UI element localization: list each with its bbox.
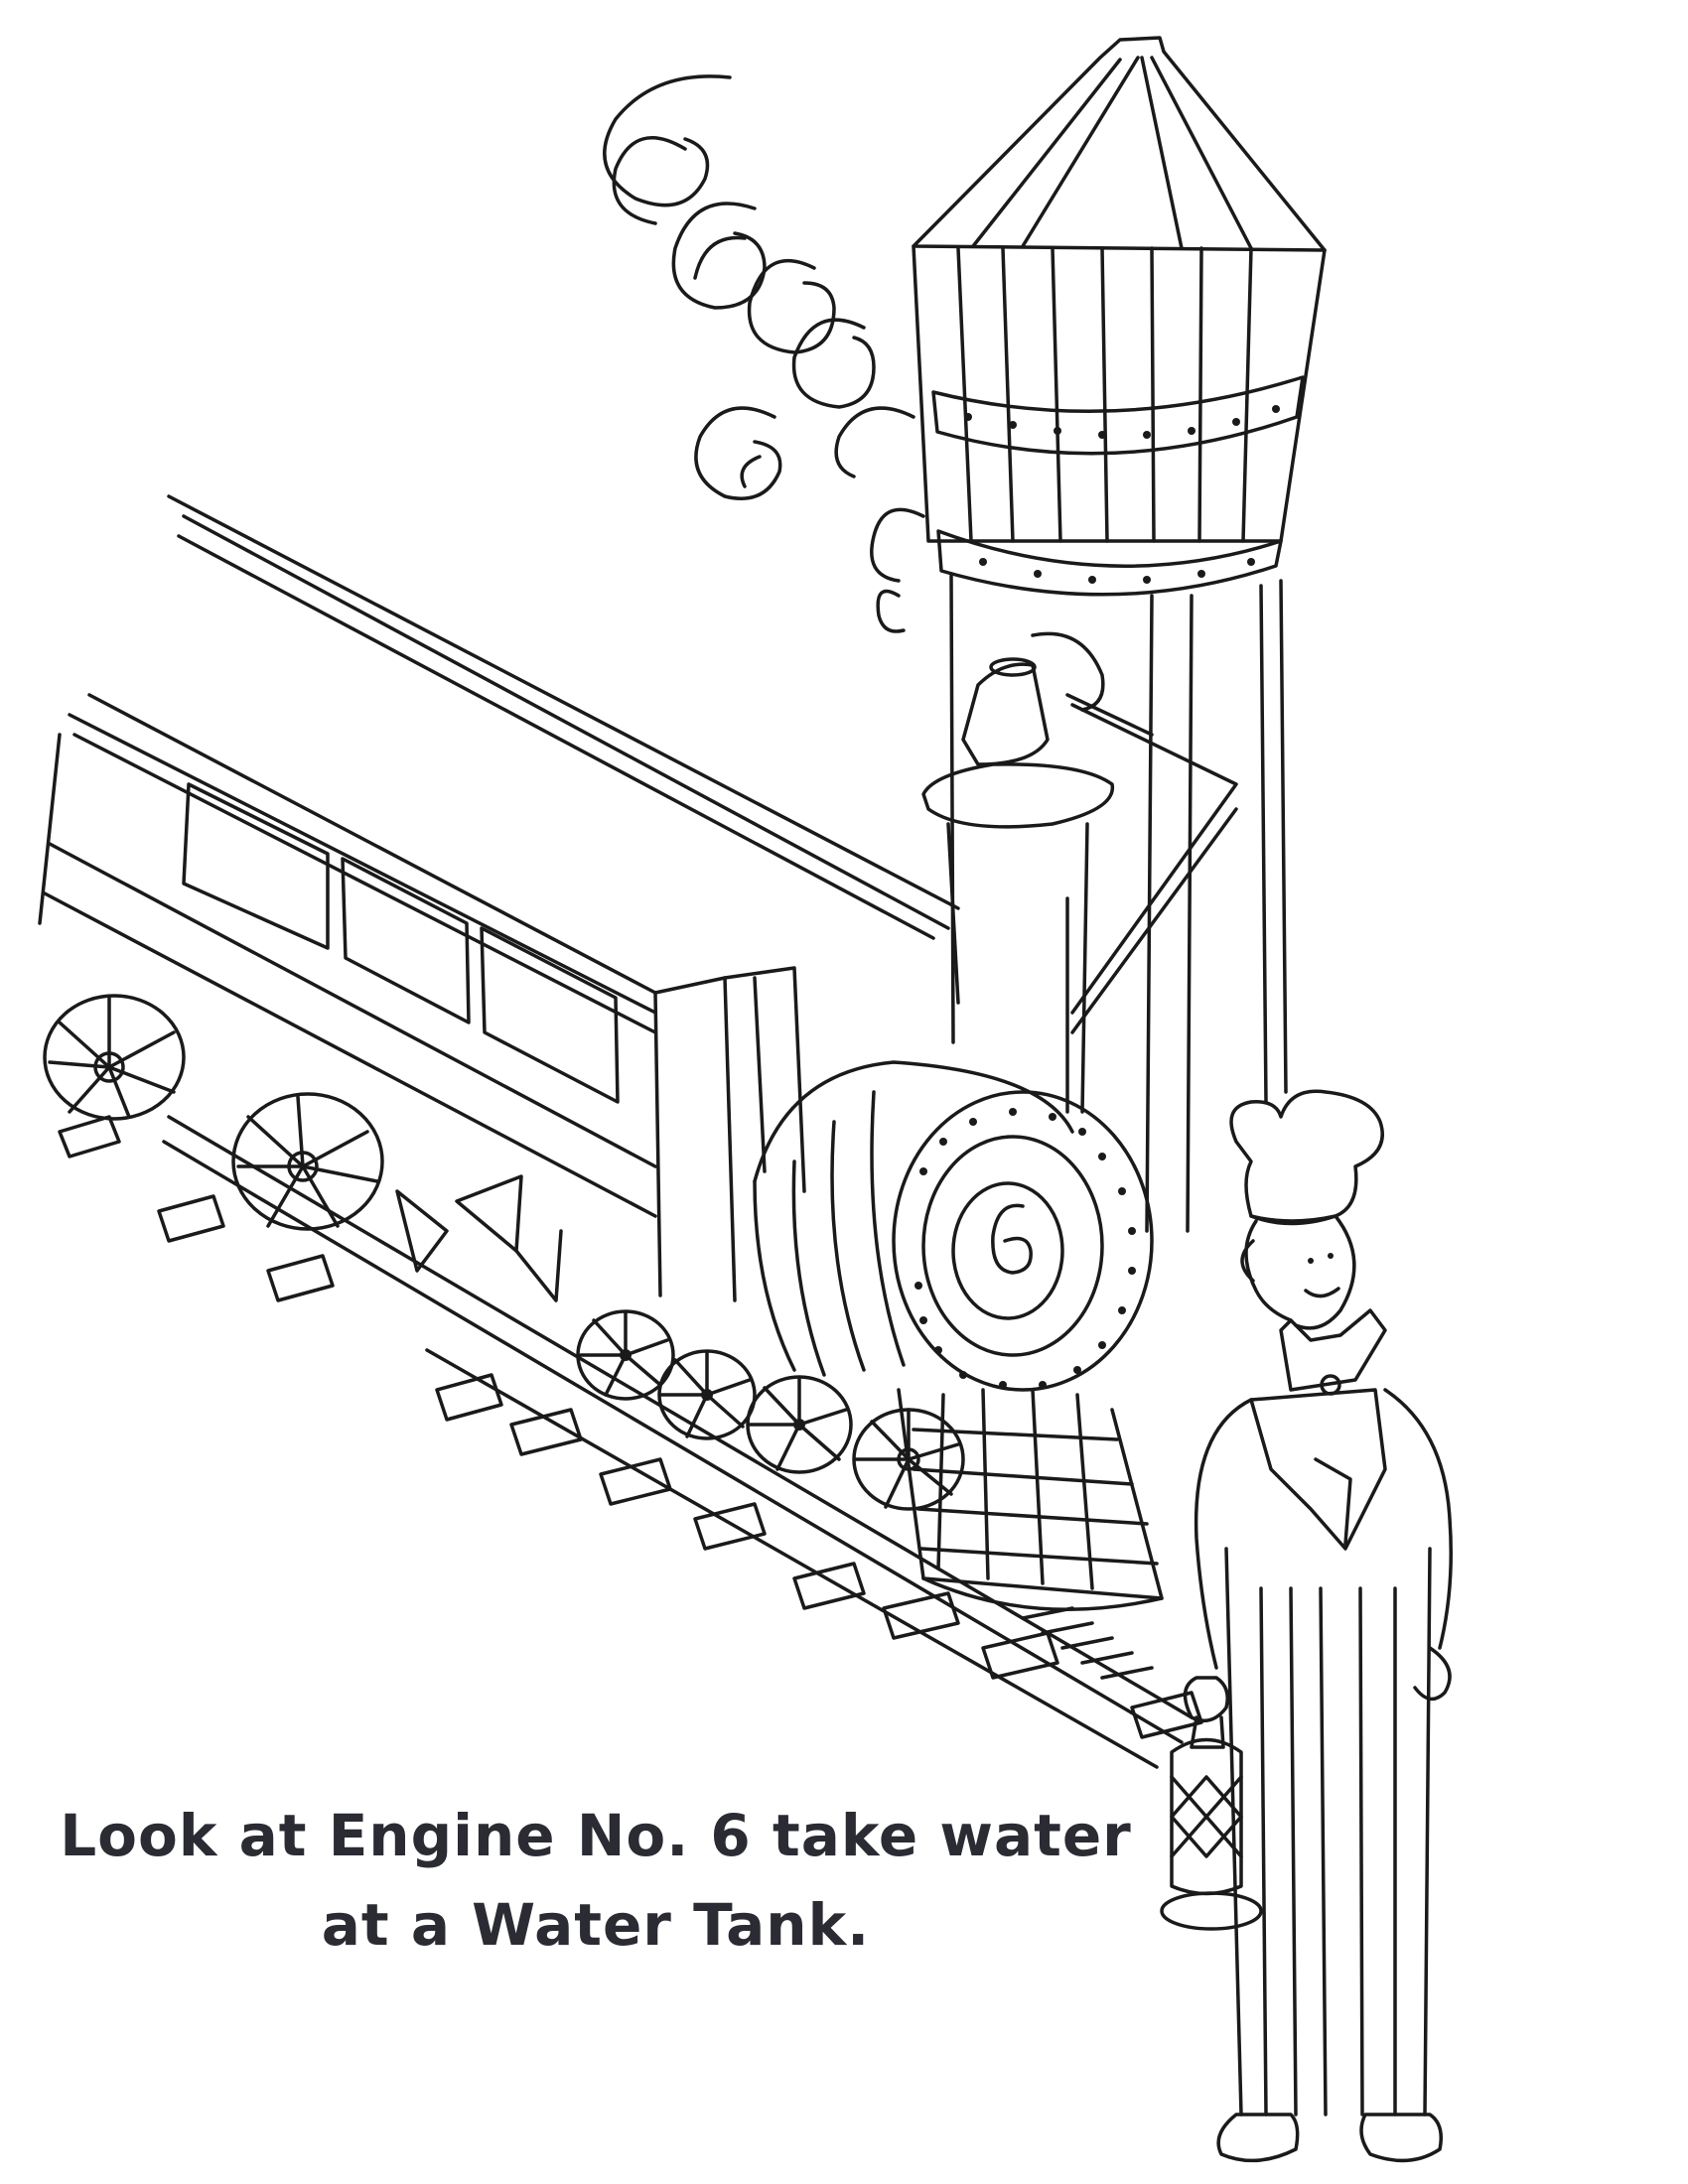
railroad-track	[58, 1115, 1203, 1769]
railroad-worker	[1160, 1089, 1453, 2163]
caption-line-1: Look at Engine No. 6 take water	[60, 1802, 1132, 1869]
water-tank	[912, 36, 1327, 1233]
engine-number-6	[991, 1203, 1033, 1275]
steam-engine	[38, 494, 1164, 1611]
caption-line-2: at a Water Tank.	[321, 1891, 871, 1959]
engine-wheels	[43, 994, 965, 1511]
smoke-puffs	[603, 74, 925, 633]
